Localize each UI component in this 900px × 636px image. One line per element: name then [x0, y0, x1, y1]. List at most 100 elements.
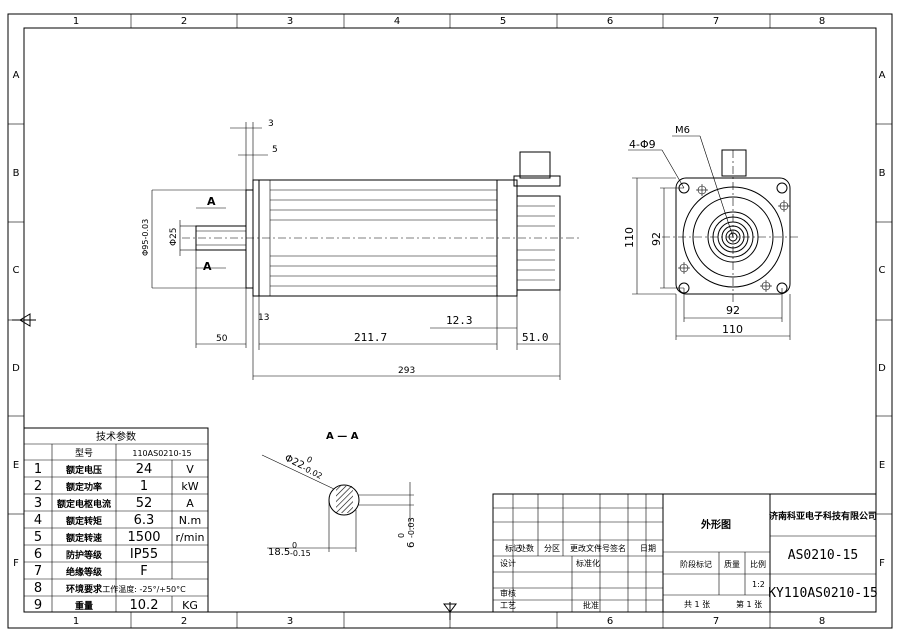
dim-12-3: 12.3 [446, 314, 473, 327]
col-label: 8 [819, 16, 825, 27]
param-value: 工作温度: -25°/+50°C [102, 584, 186, 594]
mount-hole [776, 182, 788, 194]
row-number: 9 [34, 598, 42, 613]
dim-phi22-tol-top: 0 [305, 455, 314, 465]
row-label: F [13, 558, 19, 569]
shaft [195, 225, 247, 251]
part-number: KY110AS0210-15 [768, 586, 878, 601]
dim-92v: 92 [650, 232, 663, 246]
label-thread: M6 [675, 125, 690, 136]
model-label: 型号 [75, 448, 93, 459]
param-unit: kW [181, 480, 198, 493]
row-label: F [879, 558, 885, 569]
row-number: 5 [34, 530, 42, 545]
tech-params-table: 技术参数 型号 110AS0210-15 [23, 427, 209, 613]
end-view: 4-Φ9 M6 110 92 92 110 [623, 125, 800, 340]
row-label: B [13, 168, 20, 179]
dim-110v: 110 [623, 227, 636, 248]
param-name: 重量 [75, 600, 93, 612]
row-label: D [878, 363, 886, 374]
row-number: 4 [34, 513, 42, 528]
param-unit: KG [182, 599, 198, 612]
param-value: 10.2 [130, 598, 159, 613]
rear-housing [517, 195, 561, 291]
param-name: 额定功率 [66, 481, 102, 493]
dim-phi22-tol-bot: -0.02 [301, 464, 324, 481]
row-number: 7 [34, 564, 42, 579]
sheet-number: 第 1 张 [736, 599, 762, 609]
h-doc: 更改文件号 [570, 543, 610, 553]
dim-18-5-tol-top: 0 [292, 541, 297, 550]
col-label: 2 [181, 616, 187, 627]
param-name: 额定转矩 [66, 515, 102, 527]
centering-mark-bottom [443, 602, 457, 620]
dim-6-tol-top: 0 [397, 533, 406, 538]
label-standard: 标准化 [576, 558, 600, 568]
param-value: 52 [136, 496, 153, 511]
row-label: C [879, 265, 886, 276]
col-label: 5 [500, 16, 506, 27]
h-count: 处数 [518, 543, 534, 553]
param-name: 额定转速 [66, 532, 102, 544]
column-labels: 1 2 3 4 5 6 7 8 1 2 3 6 7 8 [73, 16, 825, 627]
row-number: 3 [34, 496, 42, 511]
dim-6: 6 [406, 542, 417, 548]
model-value: 110AS0210-15 [132, 449, 191, 458]
col-label: 2 [181, 16, 187, 27]
param-value: IP55 [130, 547, 158, 562]
row-number: 6 [34, 547, 42, 562]
h-mark: 标记 [505, 543, 521, 553]
param-unit: r/min [176, 531, 205, 544]
sheet-total: 共 1 张 [684, 600, 710, 609]
drawing-title: 外形图 [700, 518, 731, 531]
col-label: 8 [819, 616, 825, 627]
dim-6-tol-bot: -0.03 [407, 517, 416, 538]
row-number: 8 [34, 581, 42, 596]
dim-51: 51.0 [522, 331, 549, 344]
row-label: E [879, 460, 885, 471]
dim-5: 5 [272, 145, 278, 155]
dim-293: 293 [398, 366, 415, 376]
dim-3: 3 [268, 119, 274, 129]
row-number: 2 [34, 479, 42, 494]
label-approve: 批准 [583, 600, 599, 610]
h-date: 日期 [640, 544, 656, 553]
dim-13: 13 [258, 313, 269, 323]
label-process: 工艺 [500, 601, 516, 610]
label-stage: 阶段标记 [680, 559, 712, 569]
param-value: 1 [140, 479, 148, 494]
col-label: 7 [713, 616, 719, 627]
flange [245, 189, 254, 289]
scale-value: 1:2 [752, 580, 765, 589]
label-weight: 质量 [724, 559, 740, 569]
h-sign: 签名 [610, 543, 626, 553]
label-holes: 4-Φ9 [629, 138, 656, 151]
param-name: 额定电压 [66, 464, 102, 476]
h-zone: 分区 [544, 544, 560, 553]
dim-92h: 92 [726, 304, 740, 317]
table-title: 技术参数 [96, 430, 136, 443]
row-label: C [13, 265, 20, 276]
section-mark-a: A [207, 195, 216, 208]
col-label: 3 [287, 616, 293, 627]
col-label: 3 [287, 16, 293, 27]
row-label: A [13, 70, 20, 81]
section-title: A — A [326, 431, 359, 442]
company-name: 济南科亚电子科技有限公司 [769, 510, 877, 522]
label-review: 审核 [500, 588, 516, 598]
param-name: 防护等级 [66, 549, 103, 561]
row-labels: A B C D E F A B C D E F [12, 70, 886, 569]
column-ticks [8, 14, 892, 628]
param-unit: V [186, 463, 194, 476]
row-label: B [879, 168, 886, 179]
param-unit: N.m [179, 514, 201, 527]
label-scale: 比例 [750, 559, 766, 569]
param-value: 1500 [127, 530, 160, 545]
dim-18-5: 18.5 [268, 547, 290, 558]
row-label: E [13, 460, 19, 471]
dim-phi95: Φ95-0.03 [141, 219, 150, 256]
param-value: F [140, 564, 147, 579]
dim-110h: 110 [722, 323, 743, 336]
